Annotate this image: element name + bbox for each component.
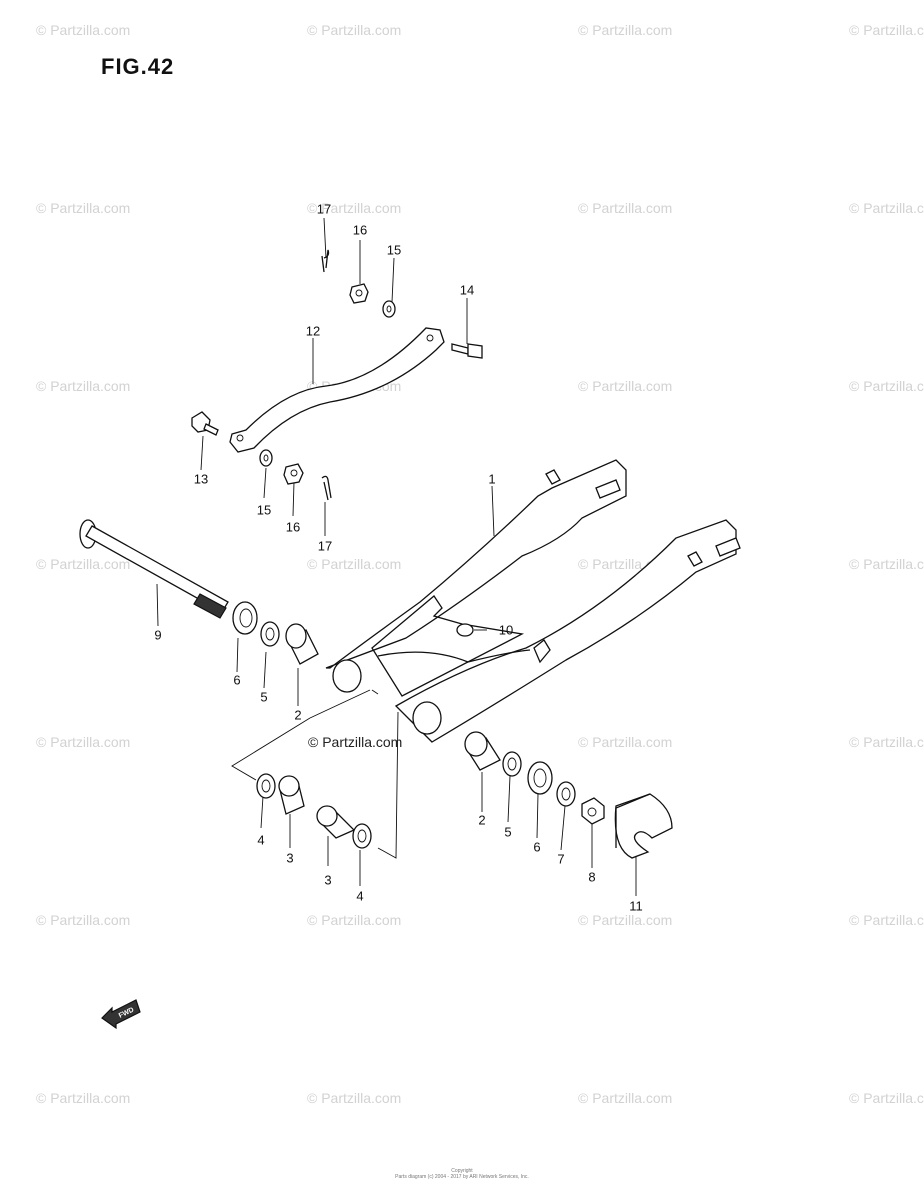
- watermark: © Partzilla.com: [36, 912, 131, 928]
- callout-16: 16: [352, 222, 368, 238]
- figure-title: FIG.42: [101, 54, 175, 79]
- callout-3: 3: [324, 872, 332, 888]
- sleeve-lower-left: [278, 775, 305, 815]
- footer-line-1: Copyright: [451, 1168, 473, 1174]
- dust-seal-right: [527, 761, 553, 795]
- castle-nut-lower: [283, 463, 304, 485]
- callout-5: 5: [504, 824, 512, 840]
- callout-11: 11: [629, 898, 643, 914]
- watermark: © Partzilla.com: [36, 200, 131, 216]
- watermark: © Partzilla.com: [849, 22, 924, 38]
- callout-8: 8: [588, 869, 596, 885]
- pivot-nut: [581, 797, 605, 825]
- callout-12: 12: [305, 323, 321, 339]
- callout-2: 2: [294, 707, 302, 723]
- sleeve-lower-mid: [316, 805, 356, 839]
- watermark: © Partzilla.com: [578, 912, 673, 928]
- chain-guide-nut: [456, 623, 474, 637]
- watermark: © Partzilla.com: [849, 912, 924, 928]
- callout-3: 3: [286, 850, 294, 866]
- washer-upper: [382, 300, 396, 318]
- watermark: © Partzilla.com: [578, 200, 673, 216]
- pivot-bushing-right: [464, 731, 501, 771]
- bolt-lower: [191, 411, 219, 436]
- pivot-shaft: [79, 519, 229, 619]
- footer-line-2: Parts diagram (c) 2004 - 2017 by ARI Net…: [395, 1174, 529, 1180]
- castle-nut-upper: [349, 283, 369, 304]
- pivot-bushing-left: [285, 623, 319, 665]
- bolt-upper: [451, 343, 483, 359]
- watermark: © Partzilla.com: [578, 734, 673, 750]
- watermark: © Partzilla.com: [849, 556, 924, 572]
- watermark: © Partzilla.com: [36, 734, 131, 750]
- watermark: © Partzilla.com: [849, 734, 924, 750]
- thrust-washer-right: [502, 751, 522, 777]
- callout-14: 14: [459, 282, 475, 298]
- copyright-footer: Copyright Parts diagram (c) 2004 - 2017 …: [0, 1168, 924, 1180]
- seal-lower-left: [256, 773, 276, 799]
- washer-right: [556, 781, 576, 807]
- callout-16: 16: [285, 519, 301, 535]
- torque-link: [229, 327, 445, 453]
- callout-2: 2: [478, 812, 486, 828]
- callout-5: 5: [260, 689, 268, 705]
- watermark: © Partzilla.com: [307, 912, 402, 928]
- watermark: © Partzilla.com: [578, 378, 673, 394]
- thrust-washer-left: [260, 621, 280, 647]
- cotter-pin-lower: [321, 475, 332, 501]
- swing-arm: [325, 459, 741, 743]
- watermark: © Partzilla.com: [849, 378, 924, 394]
- callout-6: 6: [233, 672, 241, 688]
- callout-6: 6: [533, 839, 541, 855]
- watermark: © Partzilla.com: [307, 556, 402, 572]
- callout-17: 17: [317, 538, 333, 554]
- watermark: © Partzilla.com: [36, 378, 131, 394]
- callout-15: 15: [256, 502, 272, 518]
- watermark: © Partzilla.com: [849, 200, 924, 216]
- watermark: © Partzilla.com: [578, 1090, 673, 1106]
- watermark: © Partzilla.com: [36, 1090, 131, 1106]
- watermark: © Partzilla.com: [36, 22, 131, 38]
- callout-15: 15: [386, 242, 402, 258]
- watermark: © Partzilla.com: [36, 556, 131, 572]
- chain-buffer: [614, 793, 673, 859]
- seal-lower-mid: [352, 823, 372, 849]
- watermark: © Partzilla.com: [307, 1090, 402, 1106]
- center-watermark: © Partzilla.com: [308, 734, 403, 750]
- callout-4: 4: [356, 888, 364, 904]
- watermark: © Partzilla.com: [849, 1090, 924, 1106]
- callout-17: 17: [316, 201, 332, 217]
- watermark: © Partzilla.com: [578, 22, 673, 38]
- callout-13: 13: [193, 471, 209, 487]
- dust-seal-left: [232, 601, 258, 635]
- watermark: © Partzilla.com: [307, 200, 402, 216]
- forward-arrow-icon: [101, 999, 141, 1030]
- callout-4: 4: [257, 832, 265, 848]
- callout-9: 9: [154, 627, 162, 643]
- cotter-pin-upper: [321, 249, 330, 273]
- washer-lower: [259, 449, 273, 467]
- callout-1: 1: [488, 471, 496, 487]
- callout-7: 7: [557, 851, 565, 867]
- watermark: © Partzilla.com: [307, 22, 402, 38]
- callout-10: 10: [498, 622, 514, 638]
